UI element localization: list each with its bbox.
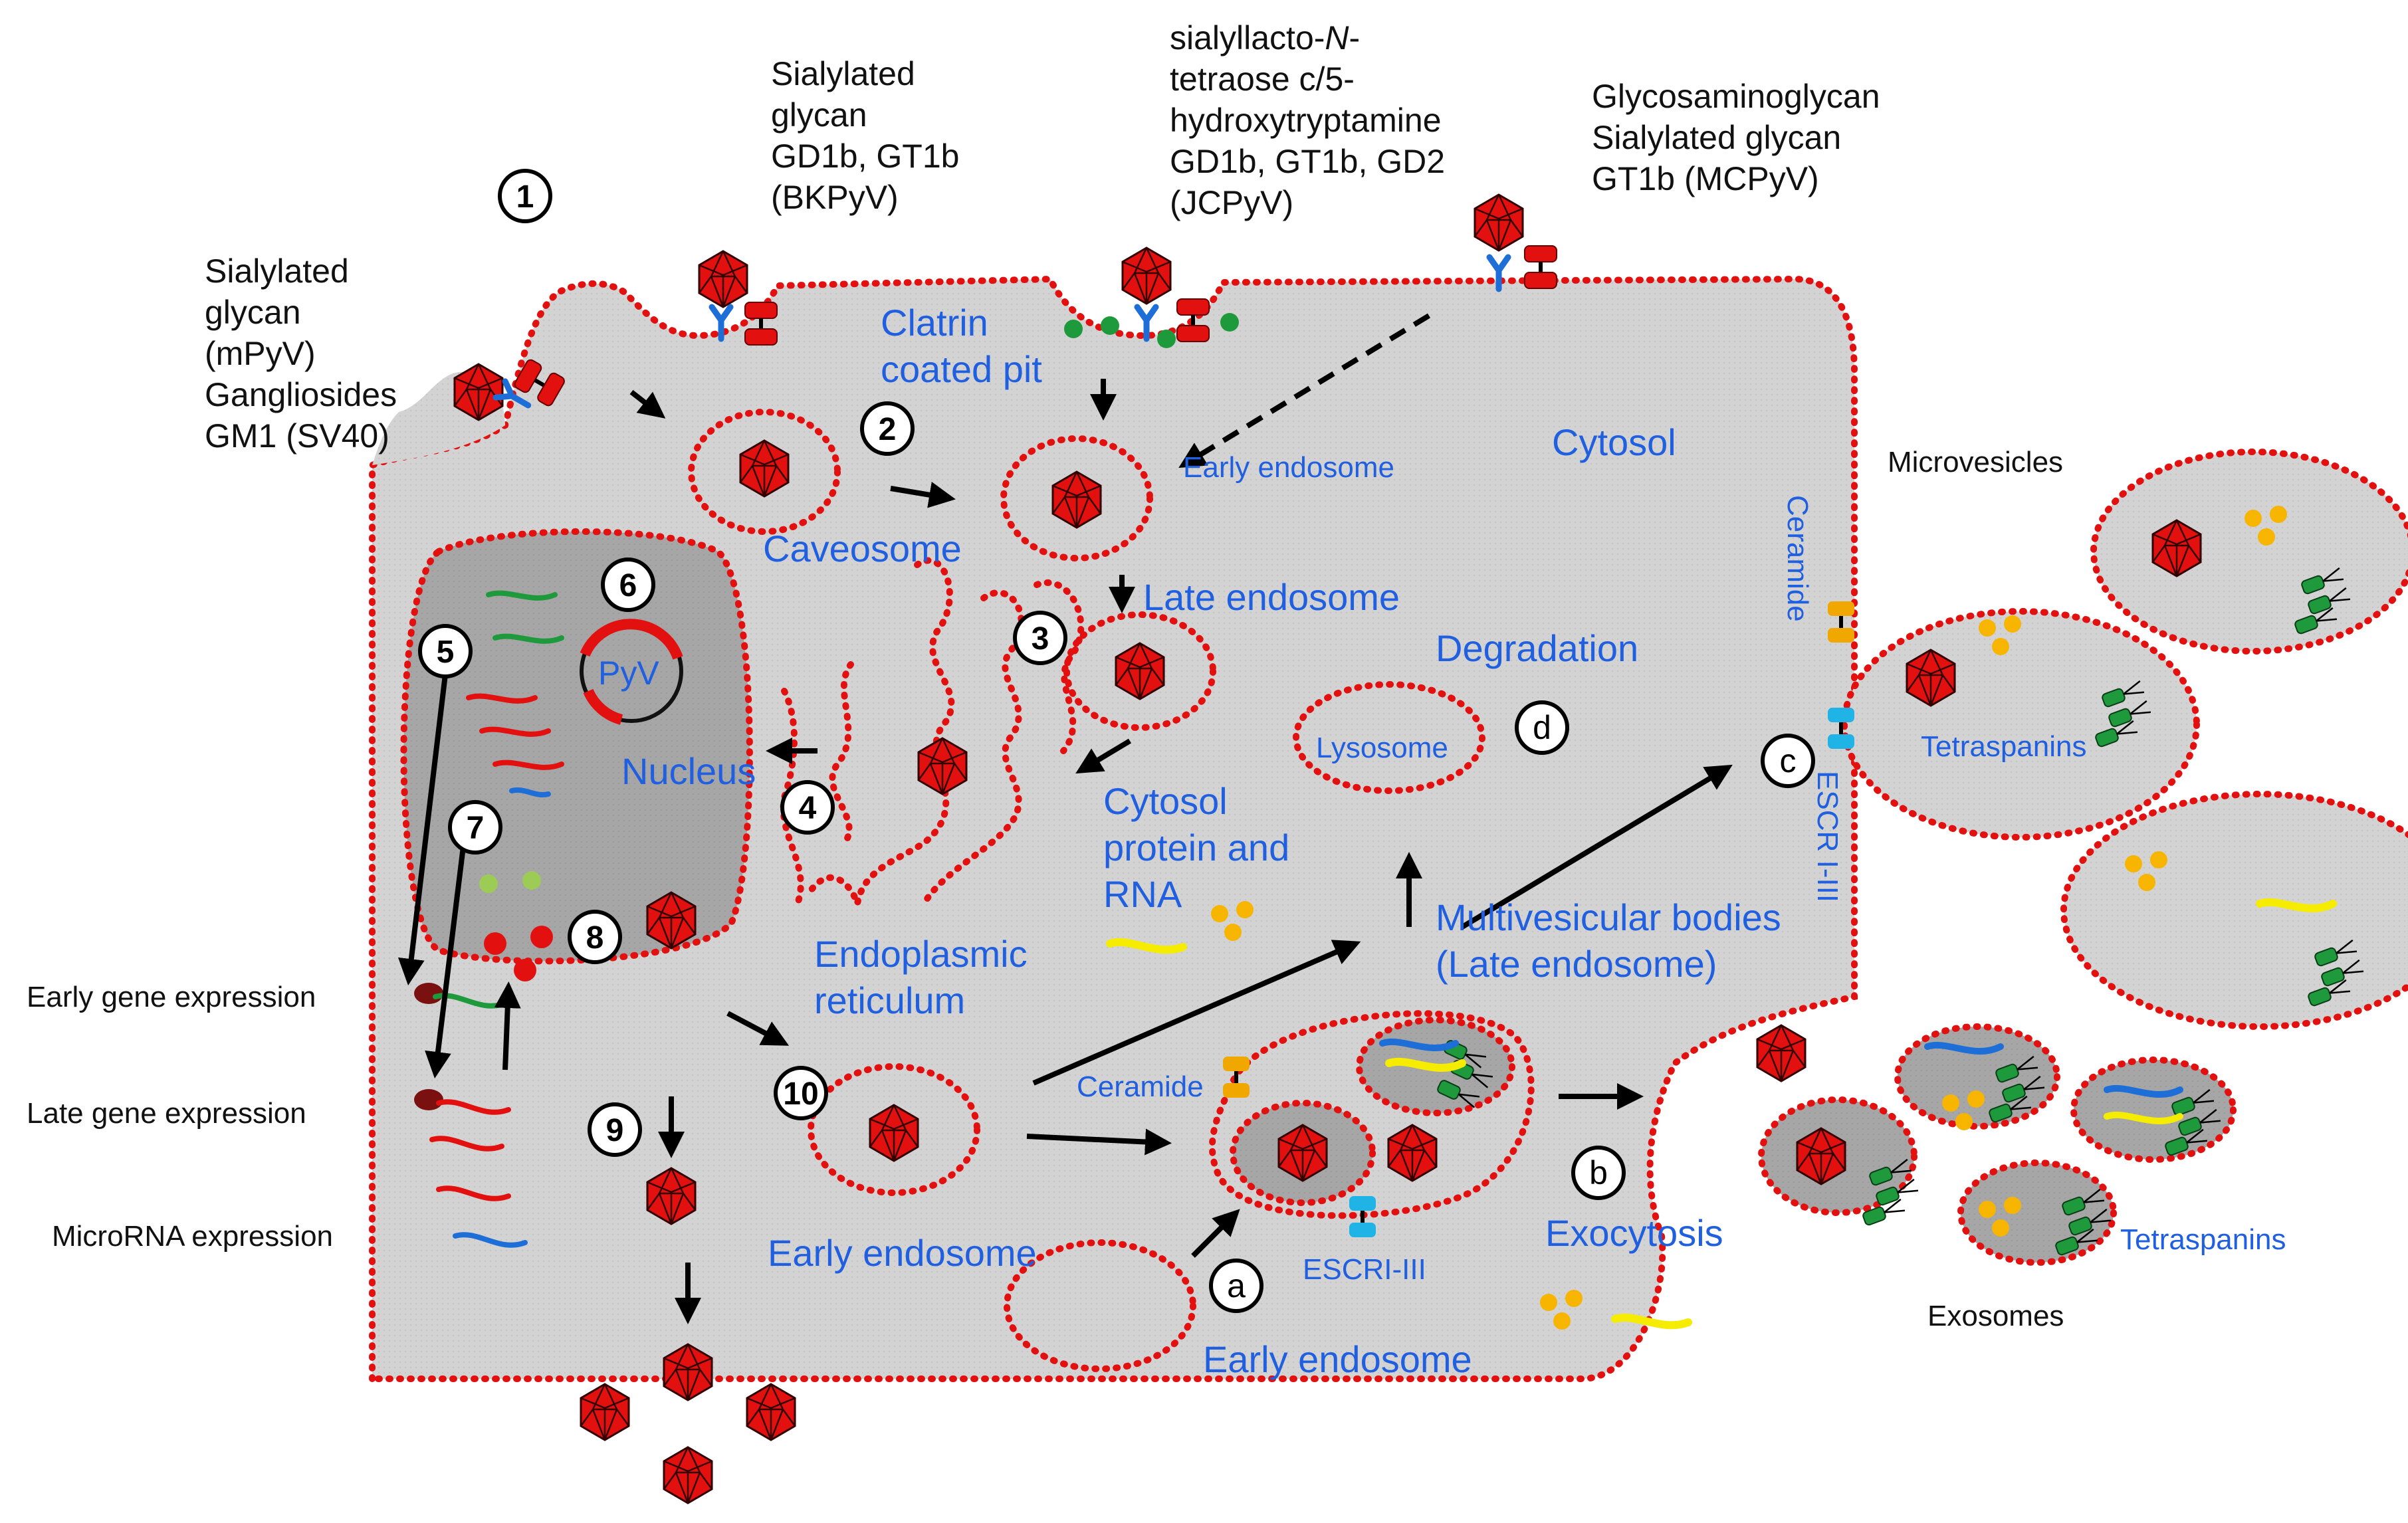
label-escrt-side: ESCR I-III — [1811, 771, 1844, 902]
label-mpyv-sv40: Sialylated glycan (mPyV) Gangliosides GM… — [205, 253, 406, 455]
microvesicle-1 — [2090, 449, 2408, 655]
virion-extracellular — [1756, 1024, 1806, 1082]
virion-surface-mc — [1474, 193, 1524, 252]
label-ceramide-side: Ceramide — [1781, 495, 1814, 622]
label-cytosol: Cytosol — [1552, 421, 1676, 463]
arrow-step5 — [397, 674, 448, 985]
label-degradation: Degradation — [1436, 627, 1638, 669]
escrt-marker-side — [1828, 708, 1854, 749]
label-tetraspanins-2: Tetraspanins — [2120, 1223, 2286, 1256]
sialic-acids-jc — [1064, 313, 1239, 348]
label-late-gene: Late gene expression — [27, 1097, 306, 1130]
arrow-entry-left — [629, 389, 666, 419]
label-caveosome: Caveosome — [763, 528, 962, 569]
ganglioside-mc — [1525, 246, 1557, 288]
label-escri-inner: ESCRI-III — [1303, 1253, 1426, 1286]
step-a: a — [1227, 1267, 1246, 1304]
exosome-1 — [1894, 1023, 2060, 1130]
virion-released-b — [580, 1383, 630, 1441]
early-endosome-vesicle-bottom — [1004, 1239, 1196, 1372]
label-early-endosome-bottom: Early endosome — [1203, 1338, 1472, 1380]
step-b: b — [1589, 1154, 1608, 1191]
late-endosome-vesicle — [1063, 611, 1216, 731]
step-3: 3 — [1032, 621, 1049, 657]
pyv-genome-circle — [580, 619, 683, 725]
label-er: Endoplasmic reticulum — [814, 933, 1038, 1021]
label-lysosome: Lysosome — [1316, 732, 1448, 764]
step-circles — [418, 169, 1815, 1313]
step-d: d — [1533, 709, 1551, 746]
step-1: 1 — [516, 179, 534, 215]
label-exosomes: Exosomes — [1927, 1300, 2064, 1332]
step-7: 7 — [467, 811, 485, 846]
label-exocytosis: Exocytosis — [1545, 1212, 1723, 1254]
rna-exosome-blue-2 — [2104, 1084, 2183, 1098]
arrow-a-up — [1191, 1209, 1240, 1258]
arrow-mvb-to-c — [1460, 764, 1733, 930]
rna-exosome-blue-1 — [1924, 1041, 2004, 1055]
microvesicle-2 — [1841, 608, 2200, 841]
rna-exocytosis — [1611, 1313, 1692, 1330]
arrow-nucleus-to-endosome — [726, 1011, 790, 1046]
step-4: 4 — [799, 791, 817, 826]
label-nucleus: Nucleus — [621, 750, 756, 792]
caveosome-vesicle — [688, 409, 841, 535]
virion-released-d — [663, 1446, 713, 1504]
label-jcpyv: sialyllacto-N- tetraose c/5- hydroxytryp… — [1170, 19, 1454, 221]
step-2: 2 — [879, 412, 897, 447]
multivesicular-body — [1208, 1010, 1535, 1219]
arrow-endosome-to-mvb-diag — [1032, 940, 1361, 1086]
step-8: 8 — [586, 920, 604, 956]
ceramide-marker-side — [1828, 601, 1854, 643]
label-mvb: Multivesicular bodies (Late endosome) — [1436, 896, 1791, 985]
rna-mvb-blue — [1379, 1038, 1459, 1052]
label-cytosol-protein: Cytosol protein and RNA — [1103, 780, 1300, 915]
label-ceramide-inner: Ceramide — [1077, 1070, 1204, 1103]
step-c: c — [1780, 742, 1797, 779]
arrow-up-to-nucleus — [494, 981, 521, 1070]
microvesicle-3 — [2060, 791, 2408, 1030]
arrow-step7 — [425, 830, 468, 1078]
label-early-endosome-left: Early endosome — [768, 1232, 1037, 1274]
arrow-caveosome-to-endosome — [890, 482, 956, 508]
rna-exosome-yellow — [2104, 1111, 2183, 1125]
rna-microvesicle — [2256, 898, 2337, 913]
rna-cytosol — [1106, 938, 1187, 954]
step-6: 6 — [619, 568, 637, 603]
label-bkpyv: Sialylated glycan GD1b, GT1b (BKPyV) — [771, 55, 968, 216]
early-endosome-vesicle-left — [808, 1063, 980, 1196]
label-microrna: MicroRNA expression — [52, 1220, 333, 1253]
capsid-proteins-nucleus — [479, 871, 553, 981]
rna-mvb-yellow — [1385, 1057, 1466, 1072]
arrow-dashed-mcpyv — [1178, 313, 1431, 468]
step-5: 5 — [437, 635, 455, 670]
ceramide-marker-inner — [1223, 1057, 1250, 1098]
step-10: 10 — [783, 1076, 818, 1112]
label-pyv: PyV — [598, 655, 659, 692]
label-mcpyv: Glycosaminoglycan Sialylated glycan GT1b… — [1592, 78, 1889, 197]
arrow-endosome-to-mvb — [1026, 1128, 1172, 1156]
label-clatrin: Clatrin coated pit — [881, 302, 1042, 390]
virion-surface-bk — [698, 250, 748, 308]
label-late-endosome: Late endosome — [1143, 576, 1400, 618]
lysosome-vesicle — [1293, 681, 1485, 794]
label-early-endosome-top: Early endosome — [1183, 451, 1394, 484]
virion-released-c — [746, 1383, 796, 1441]
label-early-gene: Early gene expression — [27, 981, 316, 1013]
label-microvesicles: Microvesicles — [1888, 446, 2063, 478]
virion-surface-jc — [1121, 247, 1172, 305]
escrt-marker-inner — [1349, 1196, 1376, 1237]
step-9: 9 — [606, 1113, 624, 1148]
mrna-strands-nucleus — [466, 590, 564, 798]
early-endosome-vesicle-top — [1000, 435, 1153, 561]
exosome-3 — [2070, 1057, 2237, 1163]
arrow-late-to-er — [1075, 738, 1132, 774]
cell-membrane — [369, 275, 1858, 1382]
label-tetraspanins-1: Tetraspanins — [1921, 730, 2086, 763]
